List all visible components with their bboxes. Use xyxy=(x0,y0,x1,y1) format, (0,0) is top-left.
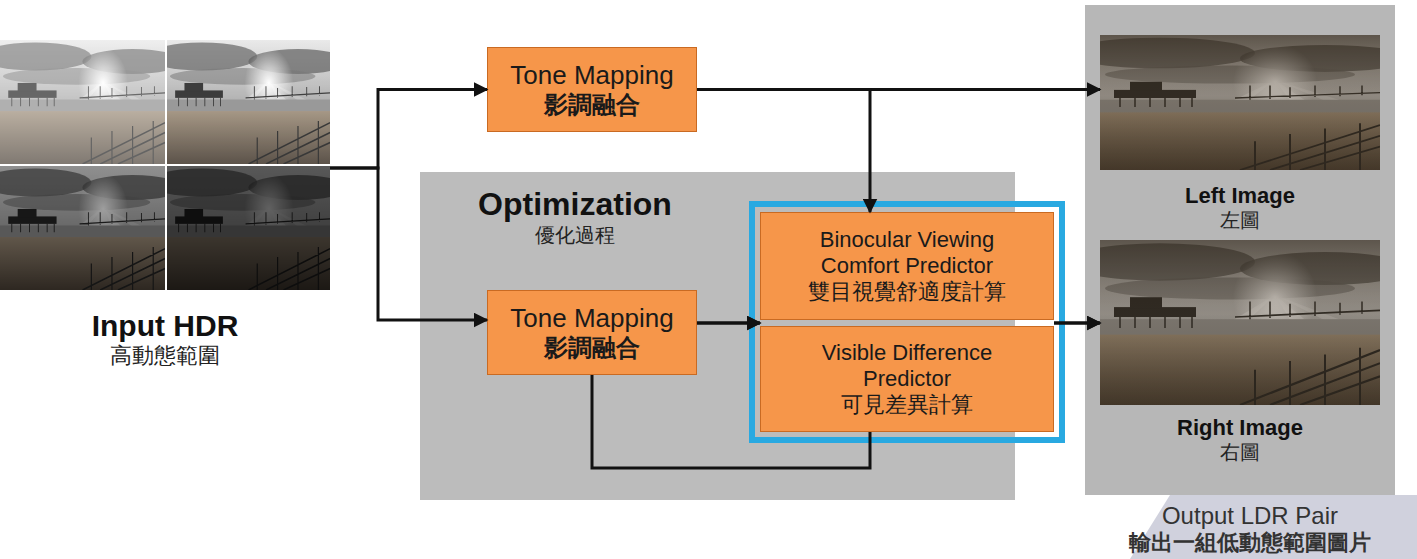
photo xyxy=(147,166,348,290)
photo xyxy=(1065,35,1410,170)
tone-overlay xyxy=(1100,35,1380,170)
predictor-box: Binocular Viewing Comfort Predictor雙目視覺舒… xyxy=(760,212,1054,320)
exposure-overlay xyxy=(167,166,330,290)
photo xyxy=(147,40,348,164)
node-title: Right Image xyxy=(1177,415,1303,441)
node-subtitle: 輸出一組低動態範圍圖片 xyxy=(1095,530,1405,556)
node-subtitle: 影調融合 xyxy=(544,334,640,362)
node-subtitle: 右圖 xyxy=(1220,441,1260,465)
text-group: Output LDR Pair輸出一組低動態範圍圖片 xyxy=(1095,502,1405,556)
node-title: Binocular Viewing Comfort Predictor xyxy=(782,227,1032,279)
photo xyxy=(0,166,183,290)
input-hdr-photos xyxy=(0,40,347,290)
exposure-overlay xyxy=(0,166,165,290)
exposure-overlay xyxy=(167,40,330,164)
predictor-box: Visible Difference Predictor可見差異計算 xyxy=(760,326,1054,432)
node-title: Tone Mapping xyxy=(510,60,673,91)
node-title: Output LDR Pair xyxy=(1095,502,1405,530)
tone-overlay xyxy=(1100,240,1380,405)
node-title: Tone Mapping xyxy=(510,303,673,334)
optimization-panel: Optimization優化過程Tone Mapping影調融合Binocula… xyxy=(420,172,1015,500)
node-subtitle: 優化過程 xyxy=(460,224,690,248)
tone-overlay xyxy=(1100,35,1380,170)
flow-arrow xyxy=(697,322,760,325)
flow-arrow xyxy=(330,90,487,169)
node-title: Visible Difference Predictor xyxy=(782,340,1032,392)
node-subtitle: 雙目視覺舒適度計算 xyxy=(808,279,1006,305)
node-title: Input HDR xyxy=(92,308,239,343)
tone-overlay xyxy=(1100,240,1380,405)
flow-arrow xyxy=(1054,322,1100,325)
process-box: Tone Mapping影調融合 xyxy=(487,47,697,132)
node-subtitle: 影調融合 xyxy=(544,91,640,119)
node-subtitle: 左圖 xyxy=(1220,209,1260,233)
node-title: Left Image xyxy=(1185,183,1295,209)
process-box: Tone Mapping影調融合 xyxy=(487,290,697,375)
flow-arrow xyxy=(1054,322,1100,325)
node-subtitle: 可見差異計算 xyxy=(841,392,973,418)
node-subtitle: 高動態範圍 xyxy=(110,343,220,369)
node-title: Optimization xyxy=(460,186,690,224)
photo xyxy=(1065,240,1410,405)
photo xyxy=(0,40,183,164)
flow-arrow xyxy=(697,322,760,325)
exposure-overlay xyxy=(0,40,165,164)
text-group: Optimization優化過程 xyxy=(460,186,690,247)
